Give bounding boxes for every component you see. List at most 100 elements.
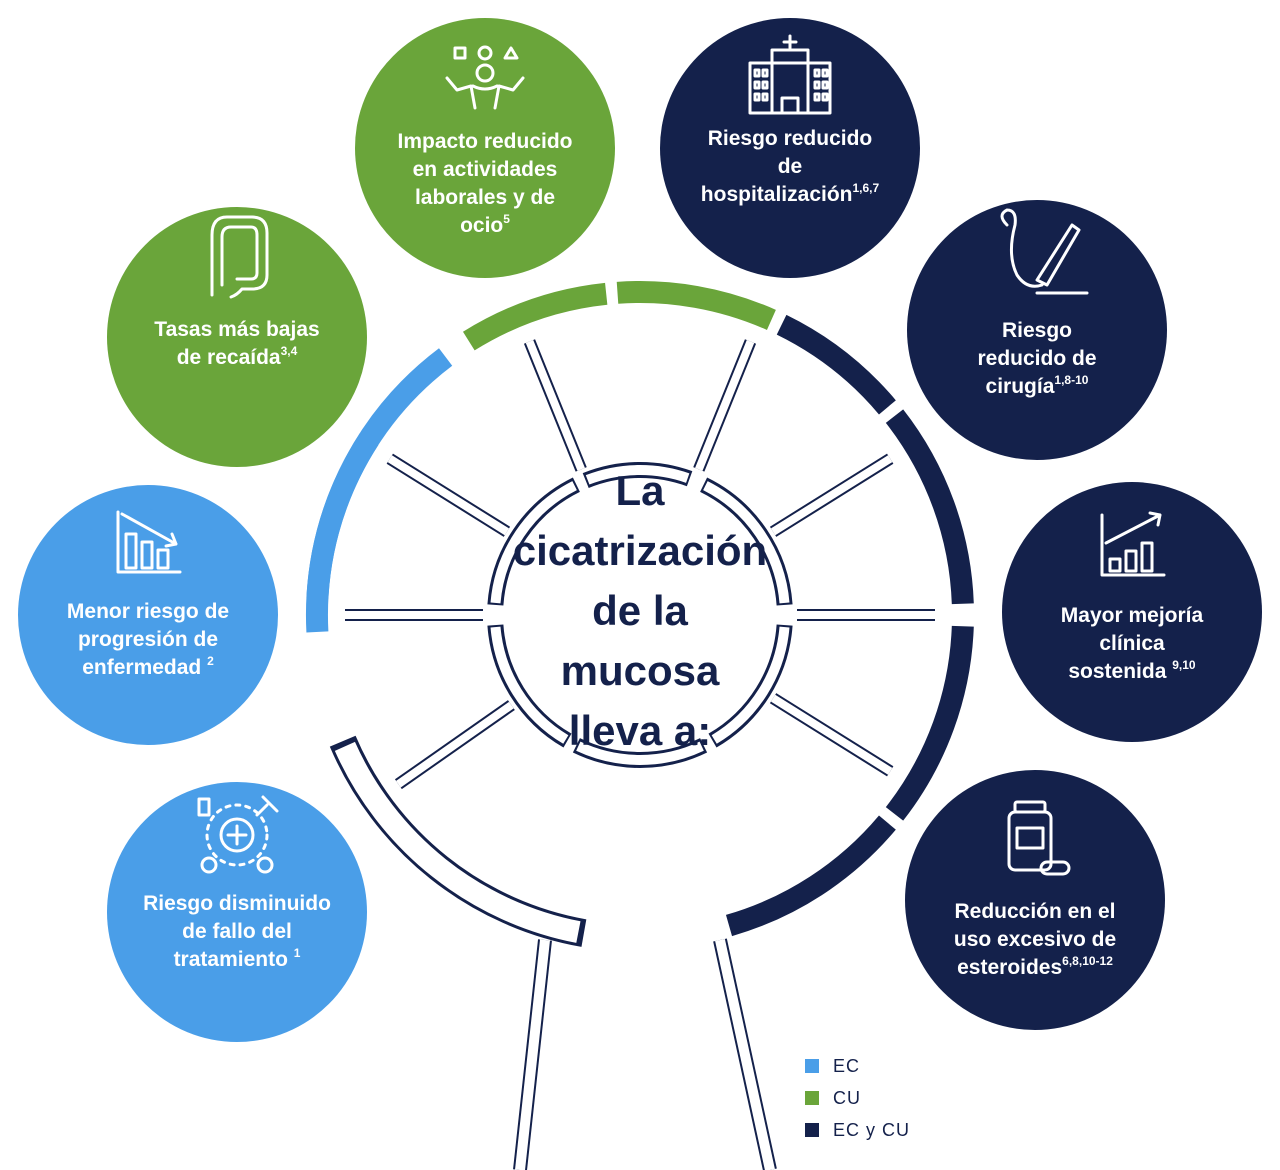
bubble-line: sostenida 9,10 — [1068, 658, 1196, 683]
bubble-circle-mejoria — [1002, 482, 1262, 742]
rising-chart-icon — [1100, 511, 1166, 577]
bubble-circle-cirugia — [907, 200, 1167, 460]
bubble-circle-progresion — [18, 485, 278, 745]
bubble-line-text: de — [778, 155, 803, 178]
footnote-ref: 2 — [207, 654, 214, 668]
bubble-esteroides: Reducción en el uso excesivo de esteroides… — [905, 770, 1165, 1030]
bubble-line: uso excesivo de — [954, 928, 1116, 951]
legend-swatch-cu — [805, 1091, 819, 1105]
spoke-fill — [396, 701, 514, 788]
hub-segment-fill — [490, 626, 569, 744]
footnote-ref: 1 — [294, 946, 301, 960]
bubble-line-text: uso excesivo de — [954, 928, 1116, 951]
bubble-line-text: Riesgo disminuido — [143, 892, 331, 915]
bubble-cirugia: Riesgo reducido de cirugía1,8-10 — [907, 200, 1167, 460]
ring-segment-both-top — [776, 314, 896, 415]
spoke-fill — [770, 694, 893, 775]
center-line: lleva a: — [569, 707, 711, 754]
ring-segment-both-lower — [885, 625, 974, 821]
bubble-line: en actividades — [413, 158, 558, 181]
stem-leg-fill — [715, 938, 775, 1170]
bubble-circle-recaida — [107, 207, 367, 467]
bubble-line: Impacto reducido — [397, 130, 572, 153]
footnote-ref: 3,4 — [281, 344, 298, 358]
spoke-fill — [770, 455, 893, 536]
hub-segment-outline — [708, 624, 793, 748]
legend-swatch-ec — [805, 1059, 819, 1073]
bubble-impacto: Impacto reducido en actividades laborales … — [355, 18, 615, 278]
legend-swatch-both — [805, 1123, 819, 1137]
hub-segment-outline — [487, 624, 572, 748]
bubble-line: de recaída3,4 — [177, 344, 298, 369]
treatment-icon — [197, 795, 279, 874]
bubble-line: reducido de — [977, 347, 1096, 370]
bubble-line-text: Impacto reducido — [397, 130, 572, 153]
ring-segment-cu-top — [616, 281, 776, 330]
center-ring — [487, 462, 793, 768]
ring-segment-bottom-outline — [329, 735, 587, 947]
scalpel-icon — [1000, 208, 1089, 295]
legend: EC CU EC y CU — [805, 1050, 910, 1146]
hospital-icon — [748, 34, 832, 115]
center-line: mucosa — [561, 647, 720, 694]
footnote-ref: 9,10 — [1172, 658, 1196, 672]
legend-item-ec: EC — [805, 1050, 910, 1082]
center-line: cicatrización — [513, 527, 767, 574]
footnote-ref: 1,8-10 — [1054, 373, 1088, 387]
bubble-line-text: tratamiento — [174, 948, 294, 971]
bubble-progresion: Menor riesgo de progresión de enfermedad 2 — [18, 485, 278, 745]
hub-segment-fill — [490, 481, 577, 604]
bubble-line-text: progresión de — [78, 628, 218, 651]
bubble-line-text: Reducción en el — [954, 900, 1115, 923]
stem-leg-fill — [515, 939, 550, 1170]
bubble-line-text: laborales y de — [415, 186, 555, 209]
hub-segment-fill — [576, 741, 704, 765]
bubble-fallo: Riesgo disminuido de fallo del tratamiento… — [107, 782, 367, 1042]
bubble-line: Menor riesgo de — [67, 600, 229, 623]
bubble-line: Mayor mejoría — [1061, 604, 1204, 627]
bubble-circle-esteroides — [905, 770, 1165, 1030]
outer-ring — [305, 281, 974, 947]
bubble-line: de fallo del — [182, 920, 292, 943]
ring-segment-bottom-fill — [334, 741, 581, 943]
bubble-line: cirugía1,8-10 — [986, 373, 1089, 398]
person-juggling-icon — [445, 45, 525, 110]
bubble-line-text: en actividades — [413, 158, 558, 181]
bubble-line-text: sostenida — [1068, 660, 1172, 683]
bubble-line-text: Menor riesgo de — [67, 600, 229, 623]
bubble-line: clínica — [1099, 632, 1165, 655]
spoke-fill — [387, 455, 510, 536]
legend-item-both: EC y CU — [805, 1114, 910, 1146]
bubble-line-text: reducido de — [977, 347, 1096, 370]
bubble-line: Tasas más bajas — [154, 318, 319, 341]
bubble-line: Riesgo reducido — [708, 127, 873, 150]
bubble-line-text: cirugía — [986, 375, 1055, 398]
bubble-line: laborales y de — [415, 186, 555, 209]
bubble-line: ocio5 — [460, 212, 510, 237]
bubble-line-text: enfermedad — [82, 656, 207, 679]
bubble-line-text: de fallo del — [182, 920, 292, 943]
legend-label: CU — [833, 1087, 861, 1108]
bubble-line: esteroides6,8,10-12 — [957, 954, 1113, 979]
spoke-fill — [695, 340, 755, 471]
hub-segment-fill — [703, 481, 790, 604]
bubble-line: progresión de — [78, 628, 218, 651]
ring-segment-ec-lower — [305, 433, 379, 633]
bubble-line-text: Mayor mejoría — [1061, 604, 1204, 627]
center-line: La — [615, 467, 665, 514]
bubble-line-text: hospitalización — [701, 183, 853, 206]
bubble-line: enfermedad 2 — [82, 654, 214, 679]
ring-segment-cu-left — [462, 282, 608, 351]
legend-item-cu: CU — [805, 1082, 910, 1114]
bubble-mejoria: Mayor mejoría clínica sostenida 9,10 — [1002, 482, 1262, 742]
hub-segment-fill — [585, 465, 690, 485]
spokes — [345, 339, 935, 1170]
bubble-recaida: Tasas más bajas de recaída3,4 — [107, 207, 367, 467]
bubble-line: Riesgo disminuido — [143, 892, 331, 915]
bubble-line-text: Riesgo — [1002, 319, 1072, 342]
bubble-circle-hospitalizacion — [660, 18, 920, 278]
bubble-line-text: de recaída — [177, 346, 281, 369]
